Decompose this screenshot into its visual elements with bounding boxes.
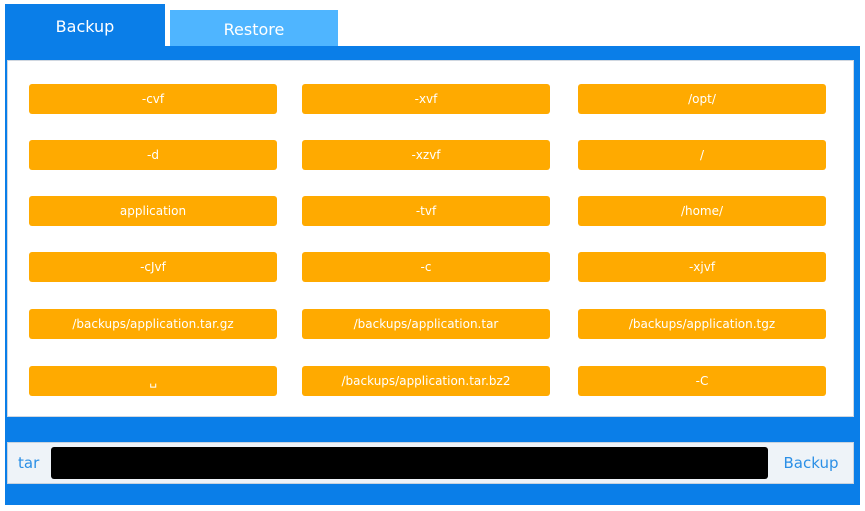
option-home-dir[interactable]: /home/	[578, 196, 826, 226]
option-d[interactable]: -d	[29, 140, 277, 170]
options-panel: -cvf -xvf /opt/ -d -xzvf / application -…	[7, 60, 854, 417]
option-tvf[interactable]: -tvf	[302, 196, 550, 226]
tab-restore[interactable]: Restore	[170, 10, 338, 48]
option-xzvf[interactable]: -xzvf	[302, 140, 550, 170]
backup-button[interactable]: Backup	[783, 454, 839, 472]
option-cvf[interactable]: -cvf	[29, 84, 277, 114]
option-c[interactable]: -c	[302, 252, 550, 282]
option-opt-dir[interactable]: /opt/	[578, 84, 826, 114]
command-prefix: tar	[18, 454, 40, 472]
command-bar: tar Backup	[7, 442, 854, 484]
tab-backup[interactable]: Backup	[5, 4, 165, 48]
command-input[interactable]	[51, 447, 768, 479]
option-backup-tar[interactable]: /backups/application.tar	[302, 309, 550, 339]
option-space[interactable]: ␣	[29, 366, 277, 396]
option-application[interactable]: application	[29, 196, 277, 226]
option-backup-tar-gz[interactable]: /backups/application.tar.gz	[29, 309, 277, 339]
option-capital-c[interactable]: -C	[578, 366, 826, 396]
option-backup-tgz[interactable]: /backups/application.tgz	[578, 309, 826, 339]
option-xvf[interactable]: -xvf	[302, 84, 550, 114]
option-cjvf[interactable]: -cJvf	[29, 252, 277, 282]
option-root-dir[interactable]: /	[578, 140, 826, 170]
option-xjvf[interactable]: -xjvf	[578, 252, 826, 282]
option-backup-tar-bz2[interactable]: /backups/application.tar.bz2	[302, 366, 550, 396]
